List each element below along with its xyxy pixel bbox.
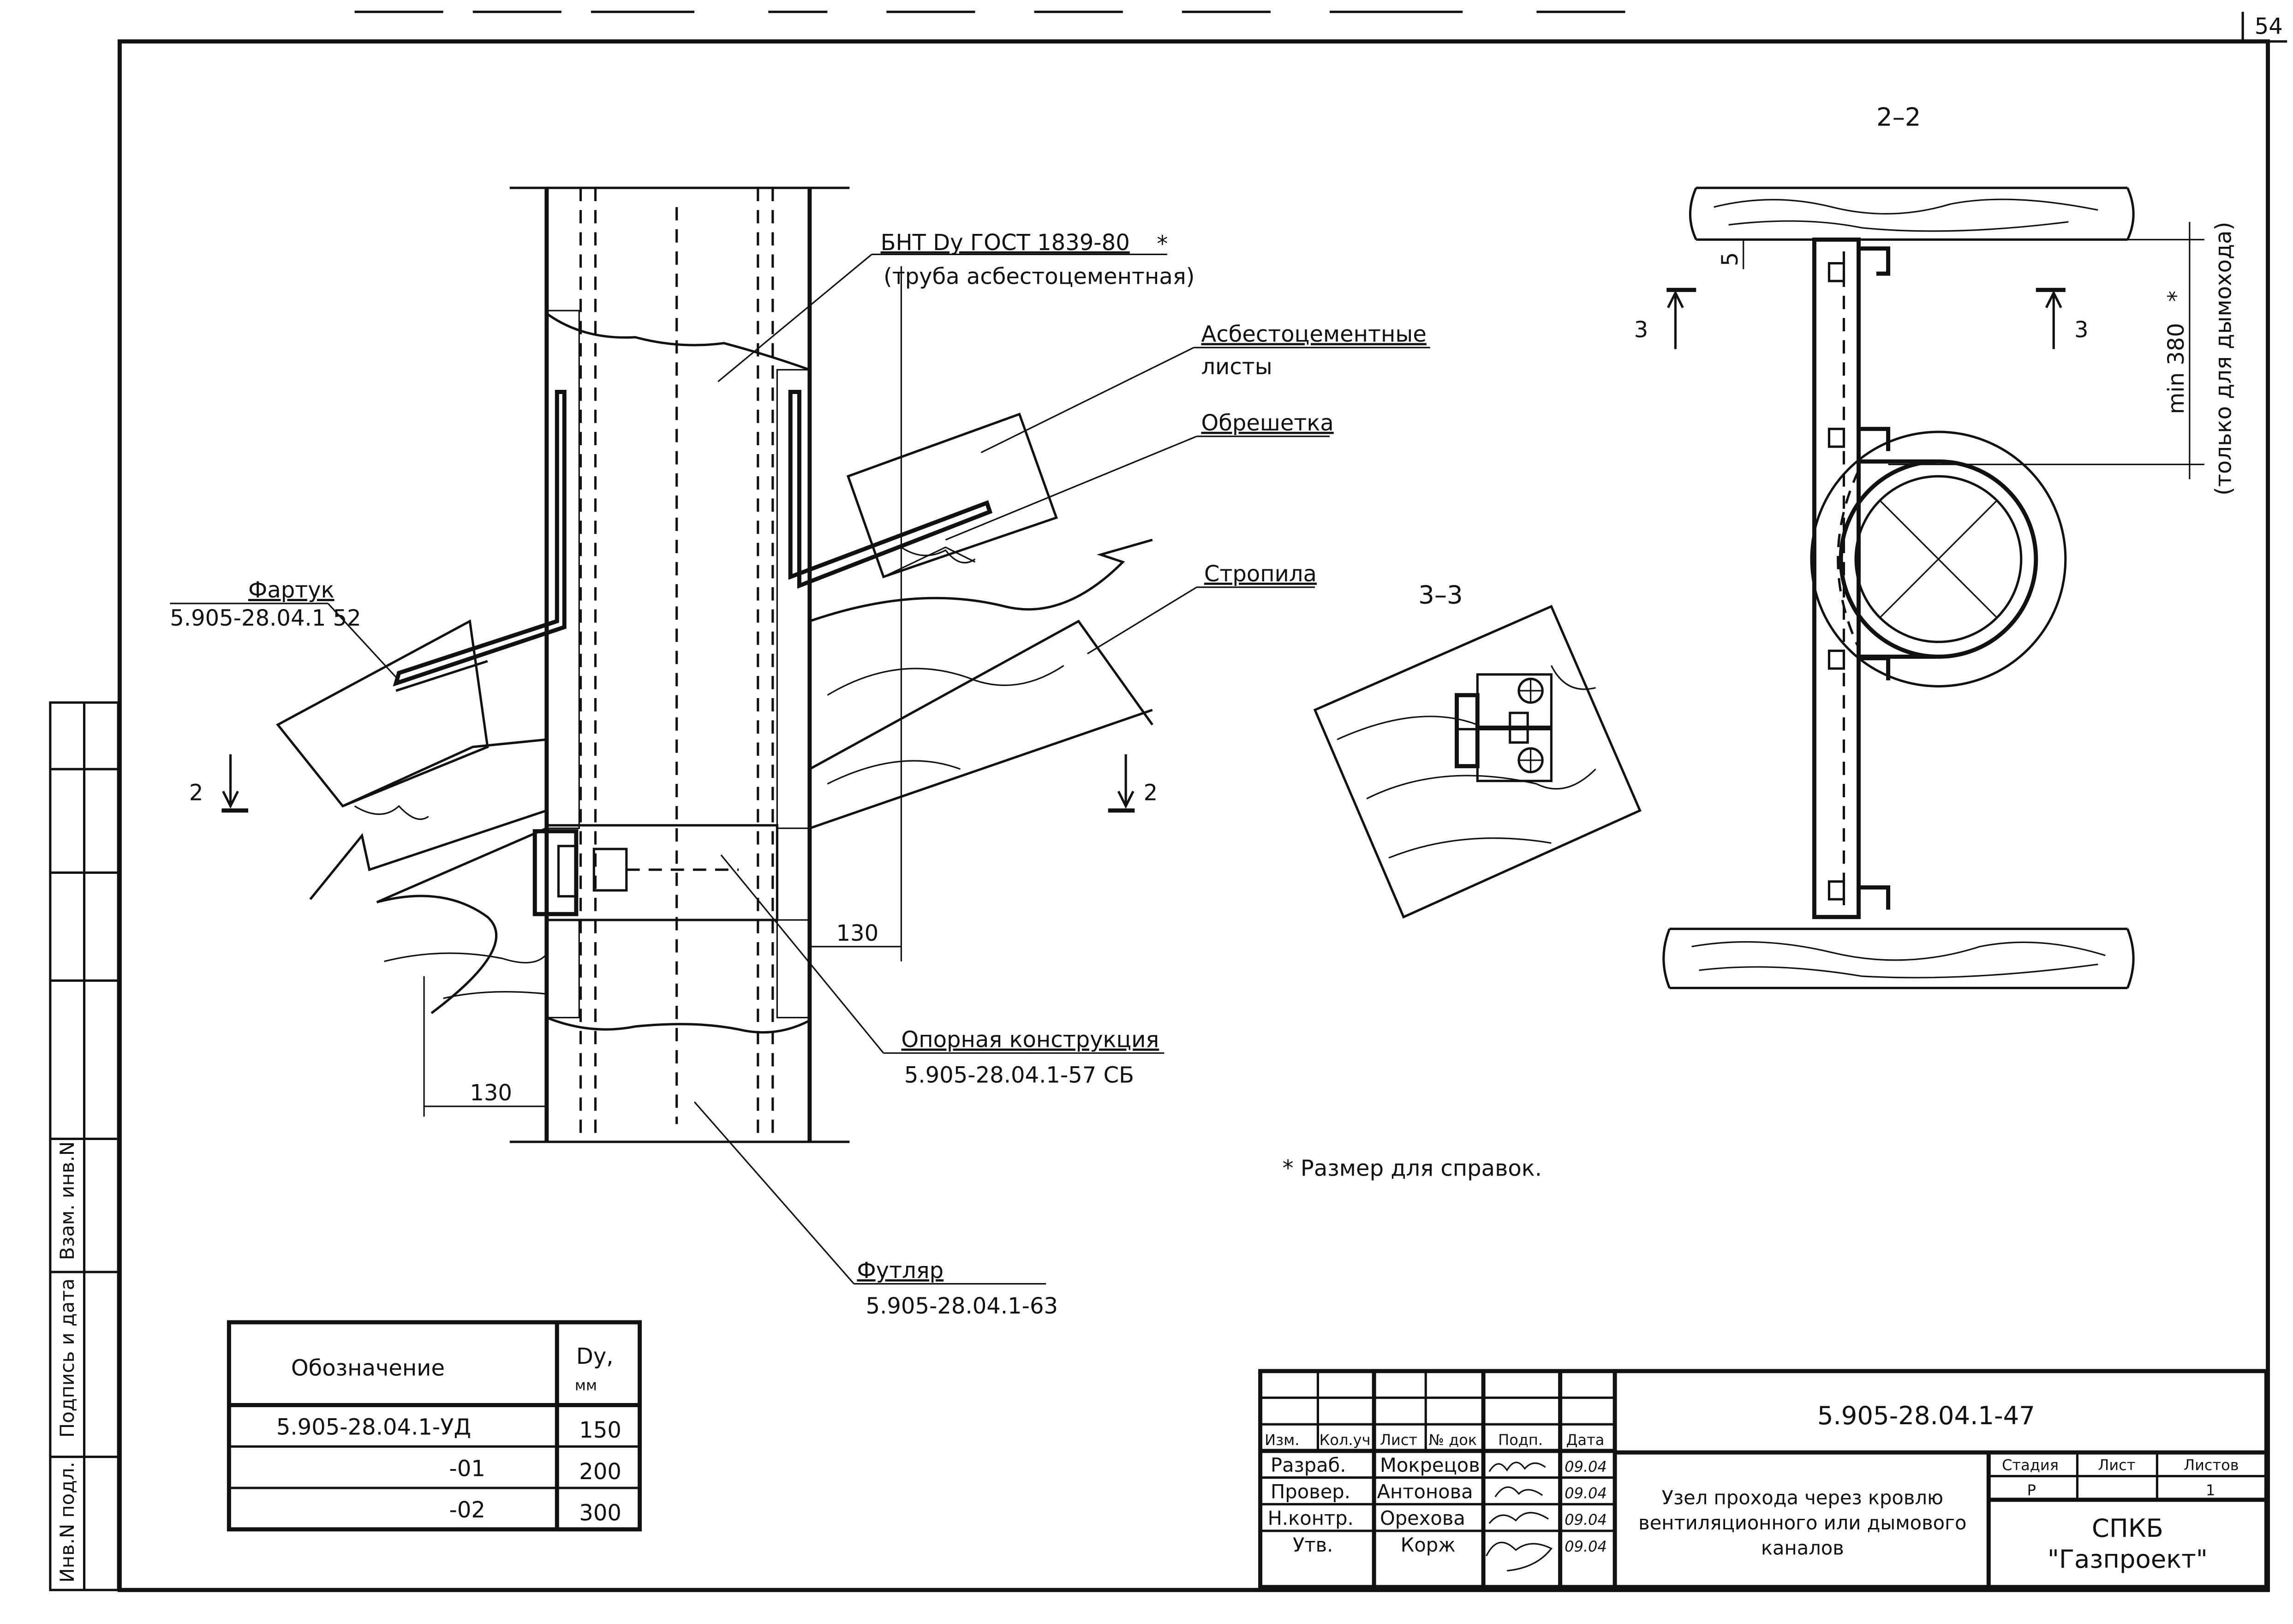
spec-header-dy-1: Dy,	[576, 1343, 614, 1369]
stage-header: Стадия	[2002, 1457, 2059, 1474]
tb-col-doc: № док	[1429, 1431, 1477, 1449]
callout-sleeve: Футляр 5.905-28.04.1-63	[693, 1101, 1058, 1319]
dim-min-380: min 380	[2163, 323, 2189, 414]
table-row: 5.905-28.04.1-УД 150	[276, 1415, 621, 1443]
section-3-3-title: 3–3	[1418, 580, 1463, 609]
dim-380-star: *	[2163, 291, 2189, 302]
tb-role: Утв.	[1293, 1534, 1333, 1556]
dim-5: 5	[1717, 252, 1743, 266]
callout-bnt: БНТ Dy ГОСТ 1839-80 * (труба асбестоцеме…	[717, 230, 1194, 382]
section-2-right-label: 2	[1144, 780, 1158, 806]
label-bnt: БНТ Dy ГОСТ 1839-80	[881, 230, 1130, 256]
spec-row-designation: -02	[449, 1497, 485, 1523]
tb-role: Разраб.	[1271, 1454, 1346, 1476]
signatures	[1486, 1462, 1553, 1572]
label-batten: Обрешетка	[1201, 410, 1333, 436]
reference-note: * Размер для справок.	[1283, 1156, 1542, 1182]
tb-name: Корж	[1401, 1534, 1456, 1556]
section-3-3-view: 3–3	[1313, 580, 1642, 919]
sheets-header: Листов	[2184, 1457, 2239, 1474]
section-2-left-label: 2	[189, 780, 203, 806]
tb-date: 09.04	[1564, 1484, 1607, 1502]
tb-date: 09.04	[1564, 1511, 1607, 1528]
label-apron-title: Фартук	[248, 577, 334, 603]
spec-row-dy: 200	[579, 1459, 621, 1485]
section-2-2-view: 2–2 5	[1634, 102, 2237, 990]
tb-role: Провер.	[1271, 1480, 1350, 1503]
tb-role: Н.контр.	[1268, 1507, 1354, 1529]
label-apron-code: 5.905-28.04.1 52	[170, 605, 361, 631]
label-asbestos-sheets-1: Асбестоцементные	[1201, 322, 1426, 347]
label-rafters: Стропила	[1204, 561, 1317, 587]
table-row: -01 200	[449, 1456, 621, 1484]
label-support-code: 5.905-28.04.1-57 СБ	[904, 1063, 1134, 1088]
spec-table: Обозначение Dy, мм 5.905-28.04.1-УД 150 …	[227, 1320, 642, 1532]
doc-code: 5.905-28.04.1-47	[1817, 1401, 2035, 1430]
title-line-2: вентиляционного или дымового	[1638, 1511, 1966, 1534]
title-block: Изм. Кол.уч Лист № док Подп. Дата Разраб…	[1258, 1369, 2269, 1589]
spec-header-designation: Обозначение	[291, 1355, 445, 1381]
callout-apron: Фартук 5.905-28.04.1 52	[170, 577, 400, 681]
org-name-1: СПКБ	[2092, 1513, 2163, 1543]
tb-col-sign: Подп.	[1498, 1431, 1543, 1449]
title-line-1: Узел прохода через кровлю	[1662, 1486, 1943, 1509]
callout-rafters: Стропила	[1087, 561, 1317, 655]
tb-name: Мокрецов	[1380, 1454, 1480, 1476]
tb-name: Орехова	[1380, 1507, 1465, 1529]
stage-value: Р	[2027, 1481, 2036, 1499]
spec-row-dy: 150	[579, 1417, 621, 1443]
table-row: -02 300	[449, 1497, 621, 1526]
callout-asbestos-sheets: Асбестоцементные листы	[980, 322, 1430, 454]
section-mark-2-right: 2	[1108, 754, 1158, 813]
label-support-title: Опорная конструкция	[901, 1027, 1159, 1053]
dim-130-right: 130	[836, 920, 879, 946]
label-bnt-star: *	[1157, 231, 1168, 257]
label-sleeve-title: Футляр	[857, 1258, 943, 1284]
section-mark-2-left: 2	[189, 754, 248, 813]
tb-col-list: Лист	[1380, 1431, 1417, 1449]
spec-header-dy-2: мм	[575, 1376, 597, 1394]
spec-row-dy: 300	[579, 1500, 621, 1526]
callout-support: Опорная конструкция 5.905-28.04.1-57 СБ	[720, 854, 1164, 1088]
label-sleeve-code: 5.905-28.04.1-63	[866, 1293, 1058, 1319]
org-name-2: "Газпроект"	[2048, 1544, 2208, 1574]
stamp-sign-date: Подпись и дата	[56, 1278, 78, 1438]
tb-col-date: Дата	[1566, 1431, 1604, 1449]
sheet-header: Лист	[2098, 1457, 2135, 1474]
sheet-number: 54	[2255, 14, 2283, 40]
sheet-value: 1	[2206, 1481, 2215, 1499]
tb-date: 09.04	[1564, 1458, 1607, 1475]
dim-130-left: 130	[470, 1080, 512, 1106]
callout-batten: Обрешетка	[945, 410, 1334, 541]
tb-col-izm: Изм.	[1265, 1431, 1299, 1449]
section-2-2-title: 2–2	[1876, 102, 1921, 131]
side-stamp: Взам. инв.N Подпись и дата Инв.N подл.	[49, 701, 119, 1591]
note-chimney: (только для дымохода)	[2211, 222, 2237, 496]
label-bnt-note: (труба асбестоцементная)	[884, 263, 1194, 289]
label-asbestos-sheets-2: листы	[1201, 354, 1272, 380]
stamp-inv-orig: Инв.N подл.	[56, 1462, 78, 1582]
spec-row-designation: -01	[449, 1456, 485, 1481]
title-line-3: каналов	[1761, 1536, 1844, 1559]
stamp-inv-replace: Взам. инв.N	[56, 1141, 78, 1260]
tb-date: 09.04	[1564, 1538, 1607, 1555]
tb-name: Антонова	[1377, 1480, 1473, 1503]
sheet-frame: 54	[117, 11, 2287, 1592]
section-3-right-label: 3	[2074, 317, 2089, 343]
section-3-left-label: 3	[1634, 317, 1648, 343]
tb-col-kol: Кол.уч	[1320, 1431, 1371, 1449]
spec-row-designation: 5.905-28.04.1-УД	[276, 1415, 471, 1440]
main-elevation-view: 130 130	[276, 186, 1153, 1143]
